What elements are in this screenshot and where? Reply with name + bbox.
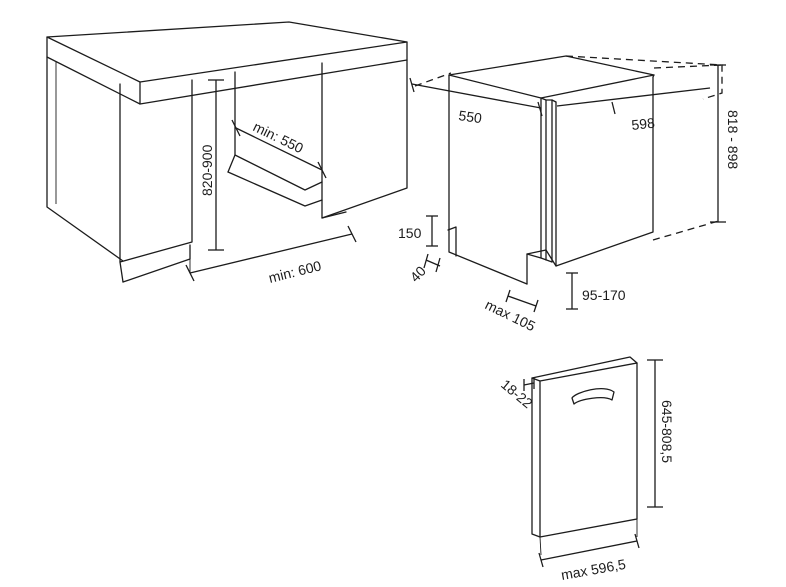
door-thickness-label: 18-22 bbox=[498, 376, 536, 411]
kitchen-cabinet: 820-900 min: 550 min: 600 bbox=[46, 21, 408, 286]
door-protrusion-dim bbox=[507, 295, 537, 307]
dishwasher-width-dim bbox=[556, 87, 711, 107]
plinth-offset-label: 40 bbox=[407, 263, 429, 285]
door-width-label: max 596,5 bbox=[560, 556, 627, 583]
door-handle-icon bbox=[571, 388, 615, 405]
foot-height-label: 95-170 bbox=[582, 287, 626, 303]
dishwasher: 550 598 818 - 898 150 40 max 105 95-170 bbox=[398, 55, 741, 334]
dishwasher-depth-dim bbox=[411, 83, 542, 109]
dishwasher-width-label: 598 bbox=[631, 115, 656, 133]
plinth-height-label: 150 bbox=[398, 225, 422, 241]
niche-outline bbox=[414, 72, 452, 87]
door-panel: 18-22 645-808,5 max 596,5 bbox=[498, 356, 675, 583]
cabinet-depth-dim bbox=[235, 127, 323, 171]
cabinet-depth-label: min: 550 bbox=[251, 118, 306, 156]
cabinet-width-dim bbox=[189, 233, 353, 274]
cabinet-height-label: 820-900 bbox=[199, 144, 215, 196]
door-height-label: 645-808,5 bbox=[659, 400, 675, 463]
door-protrusion-label: max 105 bbox=[483, 296, 538, 334]
door-width-dim bbox=[540, 540, 638, 561]
dishwasher-height-label: 818 - 898 bbox=[725, 110, 741, 169]
dishwasher-depth-label: 550 bbox=[458, 107, 484, 126]
door-thickness-dim bbox=[523, 382, 535, 386]
cabinet-width-label: min: 600 bbox=[267, 257, 323, 286]
